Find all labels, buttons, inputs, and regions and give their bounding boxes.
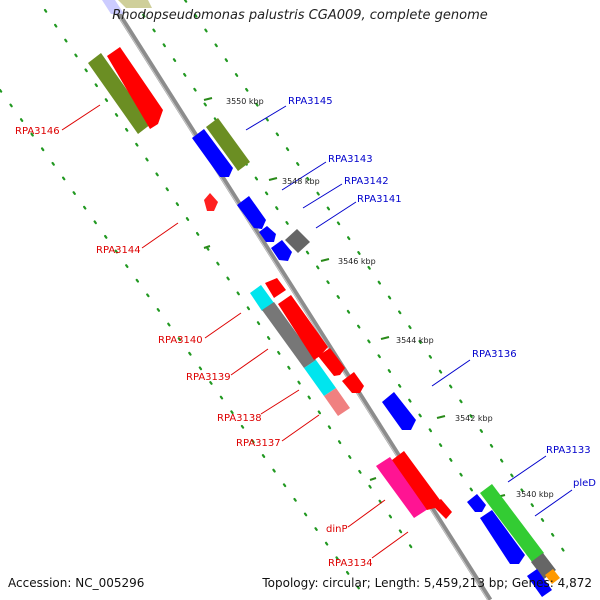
tick-mark bbox=[380, 336, 390, 340]
gene-feature-RPA3140[interactable] bbox=[250, 285, 274, 311]
gene-label-RPA3139[interactable]: RPA3139 bbox=[186, 372, 231, 383]
leader-RPA3136 bbox=[431, 359, 471, 387]
guide-line-outer-near bbox=[183, 0, 572, 562]
gene-feature-dinP[interactable] bbox=[376, 457, 428, 518]
leader-RPA3134 bbox=[371, 531, 409, 559]
tick-mark bbox=[203, 97, 213, 101]
gene-label-RPA3144[interactable]: RPA3144 bbox=[96, 245, 141, 256]
gene-feature-partial[interactable] bbox=[102, 0, 124, 14]
tick-label: 3546 kbp bbox=[338, 257, 376, 266]
leader-RPA3137 bbox=[281, 414, 320, 442]
tick-marks bbox=[124, 97, 506, 498]
tick-mark bbox=[320, 258, 330, 262]
gene-label-RPA3145[interactable]: RPA3145 bbox=[288, 96, 333, 107]
topology-text: Topology: circular; Length: 5,459,213 bp… bbox=[262, 576, 592, 590]
tick-labels: 3550 kbp 3548 kbp 3546 kbp 3544 kbp 3542… bbox=[226, 97, 554, 499]
leader-RPA3142 bbox=[302, 183, 343, 209]
tick-mark bbox=[436, 415, 446, 419]
gene-label-dinP[interactable]: dinP bbox=[326, 524, 348, 535]
tick-label: 3550 kbp bbox=[226, 97, 264, 106]
leader-RPA3138 bbox=[260, 389, 300, 415]
gene-feature-RPA3142[interactable] bbox=[259, 226, 276, 242]
gene-feature-RPA3143[interactable] bbox=[237, 196, 266, 229]
gene-feature-partial[interactable] bbox=[118, 0, 152, 8]
gene-feature-RPA3144[interactable] bbox=[204, 193, 218, 211]
label-leader-lines bbox=[61, 104, 573, 559]
gene-labels: RPA3146 RPA3145 RPA3144 RPA3143 RPA3142 … bbox=[15, 96, 596, 569]
leader-RPA3145 bbox=[245, 105, 287, 131]
gene-label-RPA3138[interactable]: RPA3138 bbox=[217, 413, 262, 424]
gene-label-RPA3137[interactable]: RPA3137 bbox=[236, 438, 281, 449]
gene-features bbox=[88, 0, 560, 597]
guide-line-inner-far bbox=[0, 88, 362, 592]
tick-label: 3542 kbp bbox=[455, 414, 493, 423]
tick-mark bbox=[268, 177, 278, 181]
gene-feature-RPA3133[interactable] bbox=[480, 484, 544, 562]
gene-feature-blue[interactable] bbox=[271, 240, 292, 261]
gene-feature-gray[interactable] bbox=[262, 302, 316, 368]
gene-feature-RPA3134[interactable] bbox=[392, 451, 440, 510]
leader-RPA3140 bbox=[204, 312, 242, 339]
gene-label-pleD[interactable]: pleD bbox=[573, 478, 596, 489]
gene-label-RPA3146[interactable]: RPA3146 bbox=[15, 126, 60, 137]
tick-label: 3544 kbp bbox=[396, 336, 434, 345]
gene-feature-RPA3146[interactable] bbox=[107, 47, 163, 129]
gene-feature-RPA3138[interactable] bbox=[304, 360, 336, 396]
tick-label: 3540 kbp bbox=[516, 490, 554, 499]
gene-feature-RPA3141[interactable] bbox=[285, 229, 310, 253]
guide-line-outer-far bbox=[131, 0, 522, 562]
tick-mark-inner bbox=[369, 477, 377, 481]
leader-pleD bbox=[534, 489, 573, 517]
leader-RPA3143 bbox=[281, 161, 327, 191]
genome-backbone-highlight bbox=[107, 0, 489, 600]
genome-backbone bbox=[107, 0, 493, 600]
guide-line-inner-near bbox=[43, 8, 422, 562]
gene-feature-RPA3139[interactable] bbox=[265, 278, 286, 298]
gene-feature-red[interactable] bbox=[432, 499, 452, 519]
guide-lines bbox=[0, 0, 572, 592]
leader-RPA3141 bbox=[315, 201, 357, 229]
tick-label: 3548 kbp bbox=[282, 177, 320, 186]
tick-mark-inner bbox=[203, 245, 211, 249]
gene-label-RPA3140[interactable]: RPA3140 bbox=[158, 335, 203, 346]
leader-RPA3139 bbox=[230, 348, 269, 376]
gene-feature-olive[interactable] bbox=[206, 118, 250, 171]
gene-label-RPA3136[interactable]: RPA3136 bbox=[472, 349, 517, 360]
gene-feature-blue[interactable] bbox=[527, 569, 552, 597]
gene-feature-RPA3136[interactable] bbox=[382, 392, 416, 430]
gene-feature-red[interactable] bbox=[342, 372, 364, 393]
gene-label-RPA3134[interactable]: RPA3134 bbox=[328, 558, 373, 569]
accession-text: Accession: NC_005296 bbox=[8, 576, 145, 590]
gene-label-RPA3142[interactable]: RPA3142 bbox=[344, 176, 389, 187]
map-title: Rhodopseudomonas palustris CGA009, compl… bbox=[112, 8, 488, 23]
gene-label-RPA3141[interactable]: RPA3141 bbox=[357, 194, 402, 205]
gene-feature-olive[interactable] bbox=[88, 53, 151, 134]
leader-RPA3144 bbox=[141, 222, 179, 249]
leader-RPA3146 bbox=[61, 104, 101, 131]
gene-label-RPA3133[interactable]: RPA3133 bbox=[546, 445, 591, 456]
gene-feature-blue[interactable] bbox=[192, 129, 233, 177]
gene-feature-orange[interactable] bbox=[545, 569, 560, 584]
gene-feature-pleD[interactable] bbox=[480, 510, 525, 564]
gene-feature-blue[interactable] bbox=[467, 494, 486, 512]
leader-RPA3133 bbox=[507, 455, 547, 483]
gene-feature-RPA3137[interactable] bbox=[324, 388, 350, 416]
gene-feature-red[interactable] bbox=[278, 295, 328, 360]
gene-feature-red[interactable] bbox=[318, 348, 345, 376]
gene-label-RPA3143[interactable]: RPA3143 bbox=[328, 154, 373, 165]
leader-dinP bbox=[347, 499, 386, 528]
